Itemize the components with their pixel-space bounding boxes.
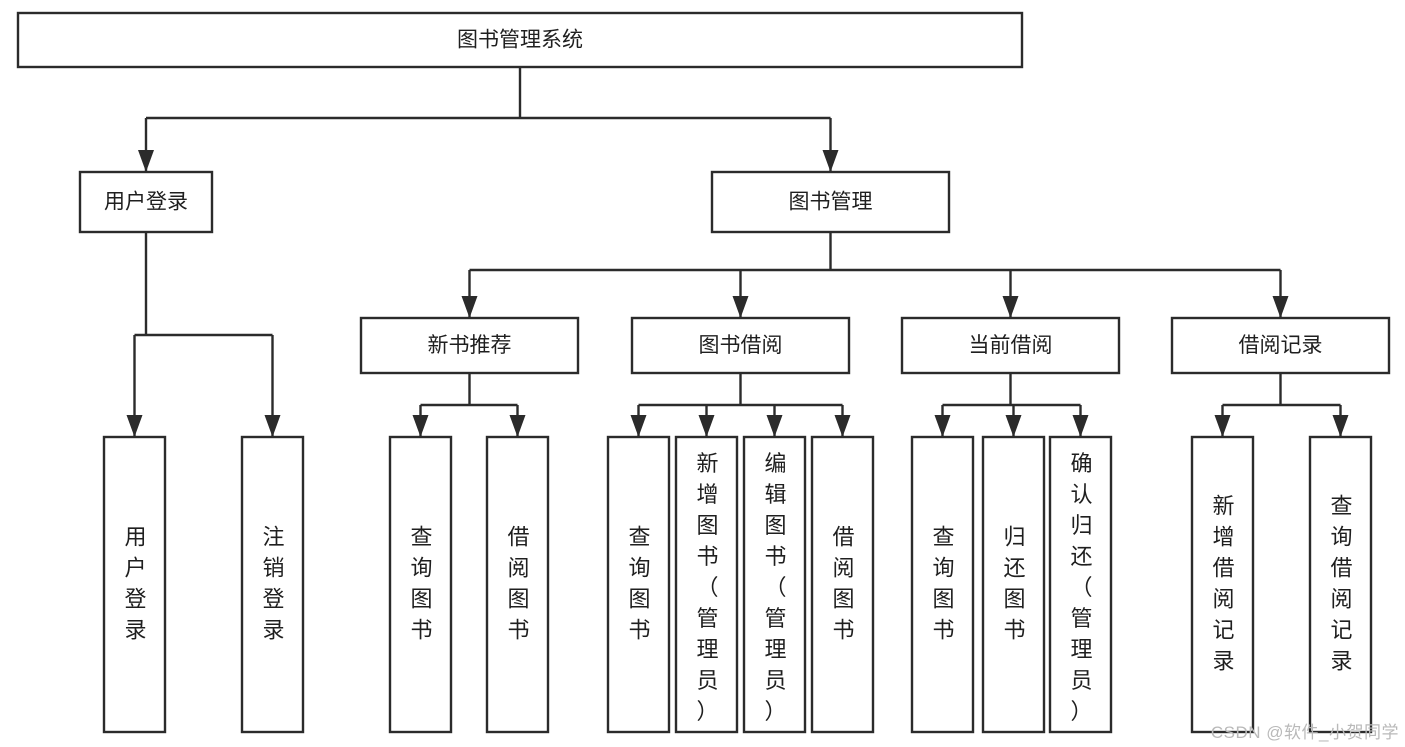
arrowhead-icon bbox=[126, 415, 143, 437]
node-label: 用户登录 bbox=[124, 525, 146, 643]
node-box bbox=[981, 435, 1046, 734]
node-label: 查询图书 bbox=[410, 525, 432, 643]
arrowhead-icon bbox=[1214, 415, 1231, 437]
node-leaf-user-login[interactable]: 用户登录 bbox=[102, 435, 167, 734]
node-box bbox=[240, 435, 305, 734]
node-leaf-query-book-2[interactable]: 查询图书 bbox=[606, 435, 671, 734]
arrowhead-icon bbox=[138, 150, 154, 172]
node-leaf-add-book[interactable]: 新增图书（管理员） bbox=[674, 435, 739, 734]
node-label: 图书管理 bbox=[789, 191, 873, 214]
node-label: 新书推荐 bbox=[428, 334, 512, 357]
arrowhead-icon bbox=[630, 415, 647, 437]
node-leaf-query-book-3[interactable]: 查询图书 bbox=[910, 435, 975, 734]
node-label: 用户登录 bbox=[104, 191, 188, 214]
arrowhead-icon bbox=[732, 296, 749, 318]
node-leaf-borrow-book-2[interactable]: 借阅图书 bbox=[810, 435, 875, 734]
arrowhead-icon bbox=[1272, 296, 1289, 318]
node-label: 查询图书 bbox=[932, 525, 954, 643]
node-label: 当前借阅 bbox=[969, 334, 1053, 357]
node-box bbox=[102, 435, 167, 734]
node-label: 确认归还（管理员） bbox=[1070, 451, 1092, 724]
node-current-borrow[interactable]: 当前借阅 bbox=[900, 316, 1121, 375]
node-label: 查询图书 bbox=[628, 525, 650, 643]
node-box bbox=[1308, 435, 1373, 734]
node-box bbox=[630, 316, 851, 375]
node-label: 借阅图书 bbox=[832, 525, 854, 643]
node-user-login[interactable]: 用户登录 bbox=[78, 170, 214, 234]
arrowhead-icon bbox=[698, 415, 715, 437]
node-label: 新增借阅记录 bbox=[1212, 494, 1234, 674]
node-label: 查询借阅记录 bbox=[1330, 494, 1352, 674]
node-new-book-rec[interactable]: 新书推荐 bbox=[359, 316, 580, 375]
node-box bbox=[910, 435, 975, 734]
arrowhead-icon bbox=[1332, 415, 1349, 437]
arrowhead-icon bbox=[822, 150, 839, 172]
node-box bbox=[710, 170, 951, 234]
arrowhead-icon bbox=[461, 296, 478, 318]
arrowhead-icon bbox=[264, 415, 281, 437]
node-box bbox=[810, 435, 875, 734]
node-leaf-logout[interactable]: 注销登录 bbox=[240, 435, 305, 734]
arrowhead-icon bbox=[1072, 415, 1089, 437]
node-borrow-record[interactable]: 借阅记录 bbox=[1170, 316, 1391, 375]
node-leaf-add-record[interactable]: 新增借阅记录 bbox=[1190, 435, 1255, 734]
node-label: 注销登录 bbox=[262, 525, 284, 643]
arrowhead-icon bbox=[766, 415, 783, 437]
node-book-borrow[interactable]: 图书借阅 bbox=[630, 316, 851, 375]
node-box bbox=[900, 316, 1121, 375]
node-box bbox=[1048, 435, 1113, 734]
node-box bbox=[742, 435, 807, 734]
node-box bbox=[485, 435, 550, 734]
node-label: 编辑图书（管理员） bbox=[764, 451, 786, 724]
node-layer: 图书管理系统用户登录图书管理新书推荐图书借阅当前借阅借阅记录用户登录注销登录查询… bbox=[16, 11, 1391, 734]
arrowhead-icon bbox=[509, 415, 526, 437]
node-box bbox=[606, 435, 671, 734]
node-box bbox=[78, 170, 214, 234]
node-label: 新增图书（管理员） bbox=[696, 451, 718, 724]
arrowhead-icon bbox=[1002, 296, 1019, 318]
node-box bbox=[1170, 316, 1391, 375]
node-box bbox=[1190, 435, 1255, 734]
node-leaf-query-book-1[interactable]: 查询图书 bbox=[388, 435, 453, 734]
connector-layer bbox=[126, 67, 1349, 437]
arrowhead-icon bbox=[934, 415, 951, 437]
node-root[interactable]: 图书管理系统 bbox=[16, 11, 1024, 69]
arrowhead-icon bbox=[834, 415, 851, 437]
node-leaf-return-book[interactable]: 归还图书 bbox=[981, 435, 1046, 734]
node-label: 归还图书 bbox=[1003, 525, 1025, 643]
node-box bbox=[359, 316, 580, 375]
node-book-manage[interactable]: 图书管理 bbox=[710, 170, 951, 234]
node-box bbox=[674, 435, 739, 734]
node-label: 借阅图书 bbox=[507, 525, 529, 643]
node-leaf-borrow-book-1[interactable]: 借阅图书 bbox=[485, 435, 550, 734]
node-box bbox=[388, 435, 453, 734]
arrowhead-icon bbox=[412, 415, 429, 437]
node-leaf-confirm-return[interactable]: 确认归还（管理员） bbox=[1048, 435, 1113, 734]
node-leaf-query-record[interactable]: 查询借阅记录 bbox=[1308, 435, 1373, 734]
watermark-text: CSDN @软件_小贺同学 bbox=[1210, 723, 1399, 742]
node-label: 图书借阅 bbox=[699, 334, 783, 357]
node-label: 借阅记录 bbox=[1239, 334, 1323, 357]
node-box bbox=[16, 11, 1024, 69]
arrowhead-icon bbox=[1005, 415, 1022, 437]
node-leaf-edit-book[interactable]: 编辑图书（管理员） bbox=[742, 435, 807, 734]
node-label: 图书管理系统 bbox=[457, 29, 583, 52]
